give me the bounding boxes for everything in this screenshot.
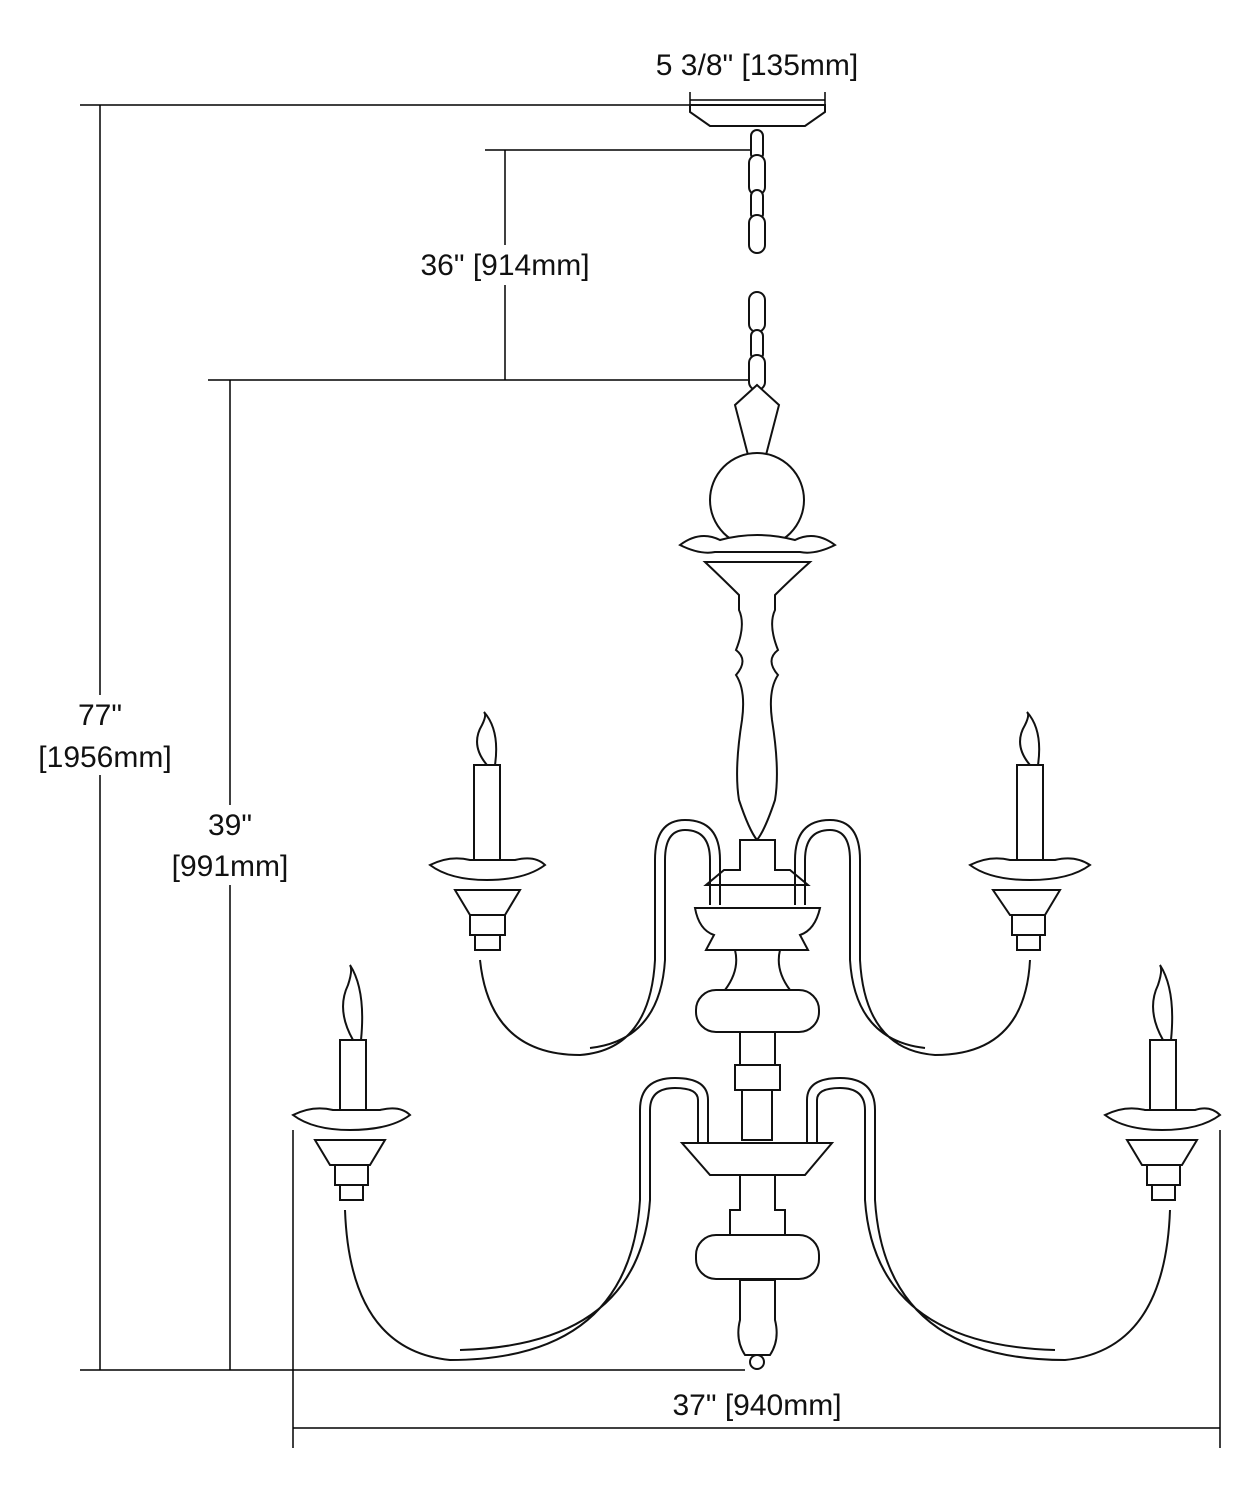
dimension-labels: 5 3/8" [135mm] 36" [914mm] 77" [1956mm] … <box>20 49 858 1422</box>
upper-column <box>702 561 813 842</box>
upper-arm-left <box>479 818 721 1057</box>
fixture-height-mm-label: [991mm] <box>172 850 289 883</box>
candle-upper-left <box>428 711 547 951</box>
chain-length-label: 36" [914mm] <box>420 249 589 282</box>
fixture-width-line <box>292 1130 1221 1448</box>
upper-ornament <box>695 989 820 1033</box>
overall-height-mm-label: [1956mm] <box>38 741 171 774</box>
bottom-finial <box>737 1279 778 1356</box>
fixture-width-label: 37" [940mm] <box>672 1389 841 1422</box>
leaf-collar <box>678 534 837 554</box>
upper-arm-right <box>794 818 1031 1057</box>
loop <box>733 383 781 456</box>
fixture-height-in-label: 39" <box>208 809 252 842</box>
candle-lower-right <box>1103 964 1222 1201</box>
upper-plate <box>693 907 822 951</box>
canopy <box>689 104 826 127</box>
candle-lower-left <box>291 964 412 1201</box>
candle-upper-right <box>968 711 1092 951</box>
lower-ornament <box>695 1234 820 1280</box>
lower-arm-right <box>806 1076 1171 1362</box>
mid-column <box>723 949 792 1141</box>
ball-finial <box>709 452 805 548</box>
canopy-width-label: 5 3/8" [135mm] <box>656 49 858 82</box>
column-mid <box>703 839 811 886</box>
chain <box>748 129 766 391</box>
lower-arm-left <box>344 1076 709 1362</box>
chandelier-drawing <box>291 104 1222 1370</box>
lower-plate <box>679 1142 835 1176</box>
overall-height-in-label: 77" <box>78 699 122 732</box>
dimension-lines <box>80 92 1221 1448</box>
lower-column <box>729 1174 786 1236</box>
